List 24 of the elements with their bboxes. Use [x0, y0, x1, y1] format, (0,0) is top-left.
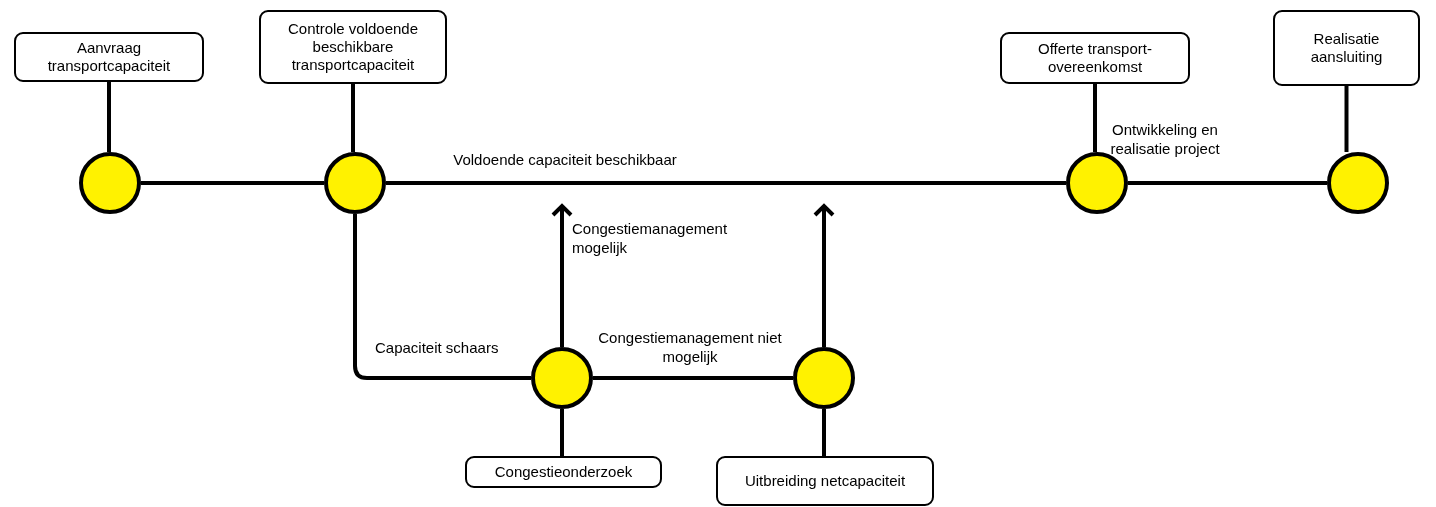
- connector-line: [593, 376, 793, 380]
- connector-line: [386, 181, 1066, 185]
- step-box: Uitbreiding netcapaciteit: [716, 456, 934, 506]
- connector-line: [107, 82, 111, 152]
- connector-line: [1093, 84, 1097, 152]
- edge-label: Congestiemanagement niet mogelijk: [597, 328, 783, 366]
- edge-label: Voldoende capaciteit beschikbaar: [453, 150, 677, 169]
- step-box: Congestieonderzoek: [465, 456, 662, 488]
- connector-line: [1344, 86, 1349, 152]
- connector-line: [351, 84, 355, 152]
- edge-label: Capaciteit schaars: [375, 338, 499, 357]
- arrow: [551, 204, 573, 347]
- step-box: Realisatie aansluiting: [1273, 10, 1420, 86]
- connector-line: [560, 409, 564, 456]
- connector-line: [353, 214, 531, 380]
- connector-line: [822, 409, 826, 456]
- edge-label: Congestiemanagement mogelijk: [572, 219, 729, 257]
- step-box: Aanvraag transportcapaciteit: [14, 32, 204, 82]
- connector-line: [1128, 181, 1327, 185]
- connector-line: [141, 181, 324, 185]
- step-box: Offerte transport-overeenkomst: [1000, 32, 1190, 84]
- arrow: [813, 204, 835, 347]
- edge-label: Ontwikkeling en realisatie project: [1109, 120, 1221, 158]
- step-box: Controle voldoende beschikbare transportcapaciteit: [259, 10, 447, 84]
